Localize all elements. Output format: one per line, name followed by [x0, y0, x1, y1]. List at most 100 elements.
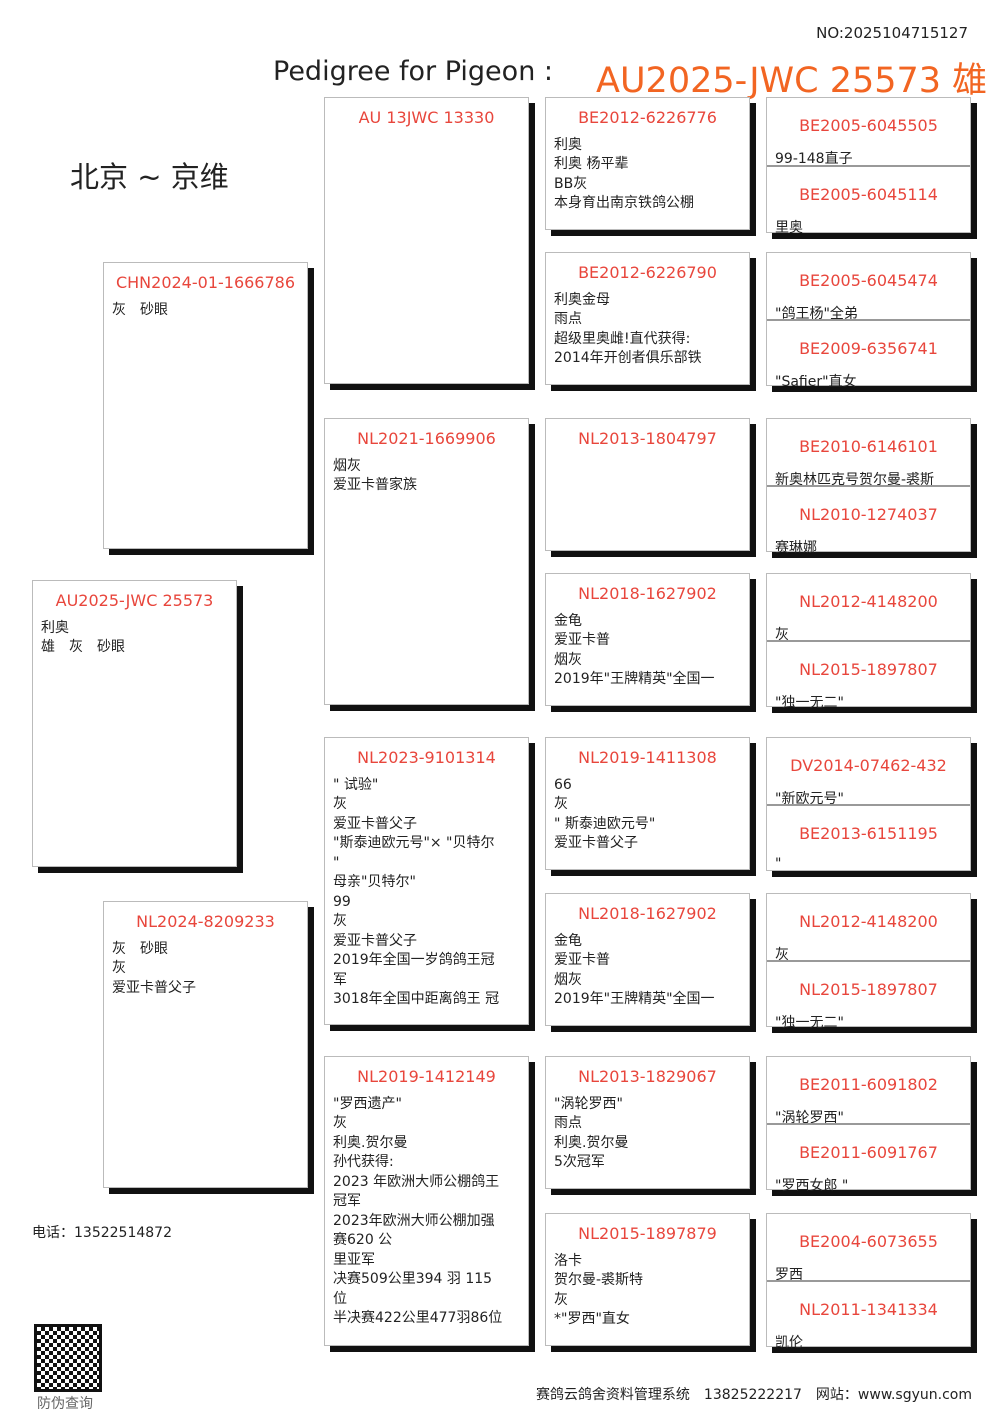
pigeon-detail: *"罗西"直女: [554, 1311, 630, 1327]
qr-caption: 防伪查询: [37, 1396, 93, 1412]
grandparent-card[interactable]: NL2023-9101314" 试验"灰爱亚卡普父子"斯泰迪欧元号"× "贝特尔…: [324, 737, 529, 1025]
pigeon-detail: 灰: [333, 913, 347, 929]
pigeon-detail: "独一无二": [775, 1015, 844, 1031]
pigeon-detail: 罗西: [775, 1267, 803, 1283]
pigeon-detail: 位: [333, 1290, 347, 1307]
ring-number: BE2011-6091802: [799, 1075, 938, 1094]
ring-number: BE2004-6073655: [799, 1232, 938, 1251]
ring-number: DV2014-07462-432: [790, 756, 947, 775]
ring-number: NL2015-1897807: [799, 980, 938, 999]
pigeon-detail: 烟灰: [554, 651, 582, 668]
ancestor-entry[interactable]: BE2013-6151195 ": [767, 804, 970, 872]
ring-number: BE2010-6146101: [799, 437, 938, 456]
ancestor-entry[interactable]: NL2015-1897807"独一无二": [767, 640, 970, 711]
pigeon-detail: 利奥: [554, 136, 582, 153]
ring-number: NL2023-9101314: [357, 748, 496, 767]
pigeon-detail: 金龟: [554, 612, 582, 629]
pigeon-detail: 灰: [554, 796, 568, 812]
pigeon-detail: 2019年"王牌精英"全国一: [554, 991, 715, 1007]
ring-number: BE2011-6091767: [799, 1143, 938, 1162]
ring-number: BE2005-6045114: [799, 185, 938, 204]
ancestor-entry[interactable]: DV2014-07462-432"新欧元号": [767, 738, 970, 807]
ancestor-entry[interactable]: BE2005-6045474"鸽王杨"全弟: [767, 253, 970, 322]
ancestor-entry[interactable]: NL2015-1897807 "独一无二": [767, 960, 970, 1031]
pigeon-detail: 决赛509公里394 羽 115: [333, 1271, 493, 1287]
pigeon-detail: 2023 年欧洲大师公棚鸽王: [333, 1173, 500, 1190]
pigeon-detail: 爱亚卡普: [554, 952, 610, 968]
ring-number: BE2012-6226776: [578, 108, 717, 127]
pigeon-detail: 爱亚卡普父子: [333, 932, 417, 949]
pigeon-detail: 里奥: [775, 220, 803, 236]
ancestor-entry[interactable]: NL2010-1274037 赛琳娜: [767, 485, 970, 556]
ancestor-entry[interactable]: BE2004-6073655 罗西: [767, 1214, 970, 1283]
loft-name: 北京 ~ 京维: [70, 160, 229, 194]
great-grandparent-card[interactable]: NL2013-1804797: [545, 418, 750, 551]
pigeon-detail: " 试验": [333, 776, 379, 793]
ring-number: NL2013-1829067: [578, 1067, 717, 1086]
pigeon-detail: 本身育出南京铁鸽公棚: [554, 195, 694, 211]
ancestor-entry[interactable]: BE2011-6091802 "涡轮罗西": [767, 1057, 970, 1126]
ring-number: BE2005-6045505: [799, 116, 938, 135]
pigeon-detail: "涡轮罗西": [775, 1110, 844, 1126]
pigeon-detail: 爱亚卡普: [554, 632, 610, 648]
pigeon-detail: 灰: [554, 1291, 568, 1308]
grandparent-card[interactable]: AU 13JWC 13330: [324, 97, 529, 384]
pigeon-detail: 贺尔曼-裘斯特: [554, 1272, 644, 1288]
ring-number: NL2015-1897879: [578, 1224, 717, 1243]
pigeon-detail: 爱亚卡普父子: [333, 815, 417, 832]
ring-number: BE2012-6226790: [578, 263, 717, 282]
pigeon-detail: 灰: [112, 960, 126, 976]
pigeon-detail: 利奥.贺尔曼: [554, 1134, 629, 1151]
grandparent-card[interactable]: NL2019-1412149"罗西遗产"灰利奥.贺尔曼孙代获得:2023 年欧洲…: [324, 1056, 529, 1346]
pigeon-detail: 烟灰: [333, 457, 361, 474]
ring-number: NL2021-1669906: [357, 429, 496, 448]
pigeon-detail: "罗西女郎 ": [775, 1178, 849, 1194]
ring-number: CHN2024-01-1666786: [115, 273, 296, 292]
ring-number: BE2005-6045474: [799, 271, 938, 290]
ancestor-entry[interactable]: BE2011-6091767 "罗西女郎 ": [767, 1123, 970, 1194]
pigeon-detail: 赛琳娜: [775, 540, 817, 556]
ring-number: NL2018-1627902: [578, 904, 717, 923]
ancestor-entry[interactable]: BE2009-6356741"Safier"直女: [767, 319, 970, 390]
pigeon-detail: 2019年"王牌精英"全国一: [554, 671, 715, 687]
pigeon-detail: 利奥.贺尔曼: [333, 1134, 408, 1151]
ring-number: NL2024-8209233: [136, 912, 275, 931]
pigeon-detail: 利奥金母: [554, 291, 610, 308]
pigeon-detail: 3018年全国中距离鸽王 冠: [333, 991, 500, 1007]
pigeon-detail: 赛620 公: [333, 1232, 393, 1248]
pigeon-detail: 半决赛422公里477羽86位: [333, 1310, 503, 1326]
pigeon-detail: 雄 灰 砂眼: [41, 639, 125, 655]
qr-code[interactable]: [34, 1324, 102, 1392]
pigeon-detail: ": [775, 856, 782, 872]
pedigree-label: Pedigree for Pigeon :: [273, 56, 553, 87]
pigeon-detail: "罗西遗产": [333, 1095, 402, 1112]
ring-number: NL2010-1274037: [799, 505, 938, 524]
ancestor-entry[interactable]: BE2005-6045114 里奥: [767, 165, 970, 236]
grandparent-card[interactable]: NL2021-1669906 烟灰爱亚卡普家族: [324, 418, 529, 705]
pigeon-detail: 爱亚卡普家族: [333, 477, 417, 493]
pigeon-detail: 雨点: [554, 311, 582, 327]
ring-number: AU 13JWC 13330: [358, 108, 495, 127]
pigeon-detail: " 斯泰迪欧元号": [554, 815, 656, 832]
ring-number: BE2013-6151195: [799, 824, 938, 843]
